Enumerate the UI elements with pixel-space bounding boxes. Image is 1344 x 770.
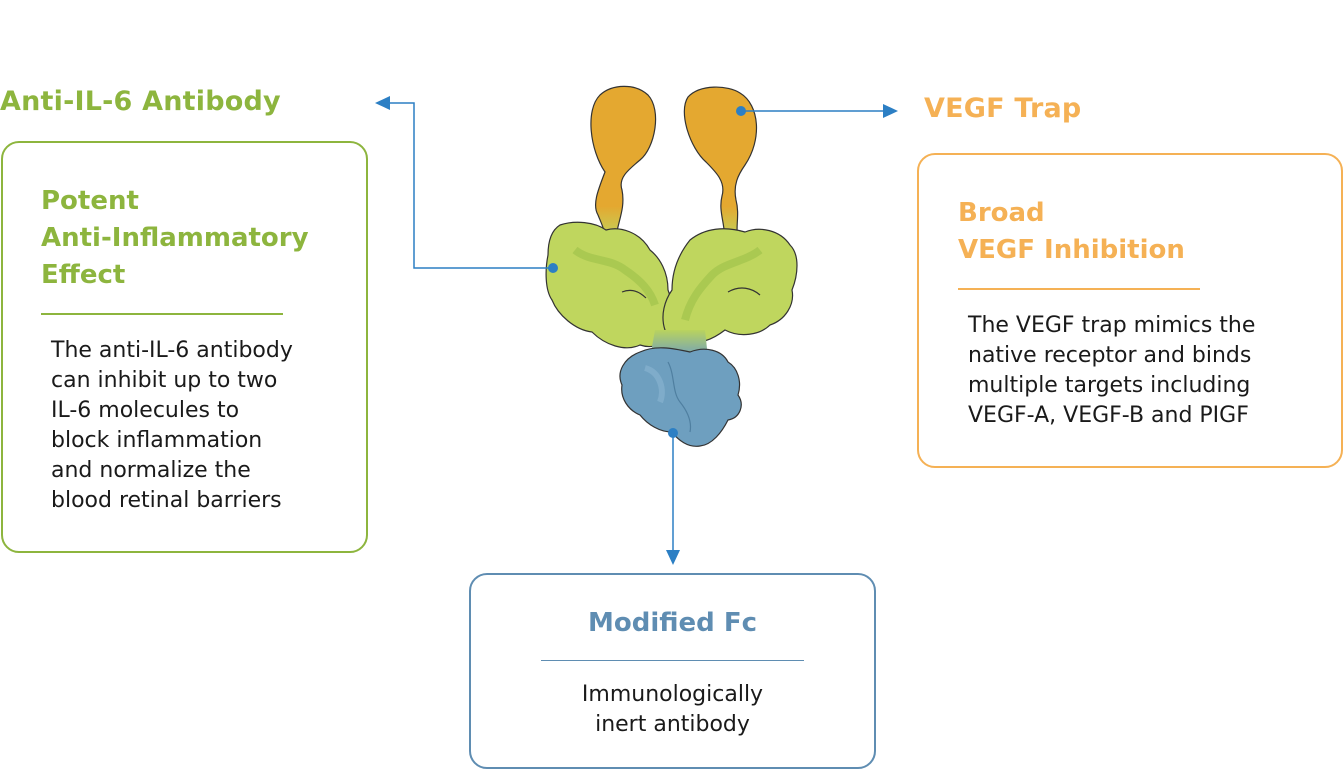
vegf-card-title: Broad VEGF Inhibition — [958, 198, 1185, 265]
anti-il6-domain — [545, 221, 798, 349]
il6-card: Potent Anti-Inflammatory Effect The anti… — [1, 141, 368, 553]
vegf-card-body: The VEGF trap mimics the native receptor… — [968, 313, 1256, 428]
anchor-dot — [736, 106, 746, 116]
arrow-right-icon — [883, 104, 898, 118]
vegf-card-divider — [958, 288, 1200, 290]
connector-fc — [666, 428, 680, 565]
il6-card-body: The anti-IL-6 antibody can inhibit up to… — [51, 338, 293, 513]
fc-card: Modified Fc Immunologically inert antibo… — [469, 573, 876, 769]
fc-domain — [619, 347, 742, 447]
connector-vegf — [736, 104, 898, 118]
connector-il6 — [375, 96, 558, 273]
fc-card-title: Modified Fc — [588, 608, 757, 638]
arrow-left-icon — [375, 96, 390, 110]
anchor-dot — [668, 428, 678, 438]
vegf-trap-domain — [590, 85, 757, 241]
il6-card-divider — [41, 313, 283, 315]
anchor-dot — [548, 263, 558, 273]
fc-card-body: Immunologically inert antibody — [581, 682, 764, 737]
il6-card-title: Potent Anti-Inflammatory Effect — [41, 186, 309, 290]
vegf-label: VEGF Trap — [924, 93, 1082, 124]
fc-card-divider — [541, 660, 804, 661]
arrow-down-icon — [666, 550, 680, 565]
vegf-card: Broad VEGF Inhibition The VEGF trap mimi… — [917, 153, 1343, 468]
il6-label: Anti-IL-6 Antibody — [0, 86, 281, 117]
